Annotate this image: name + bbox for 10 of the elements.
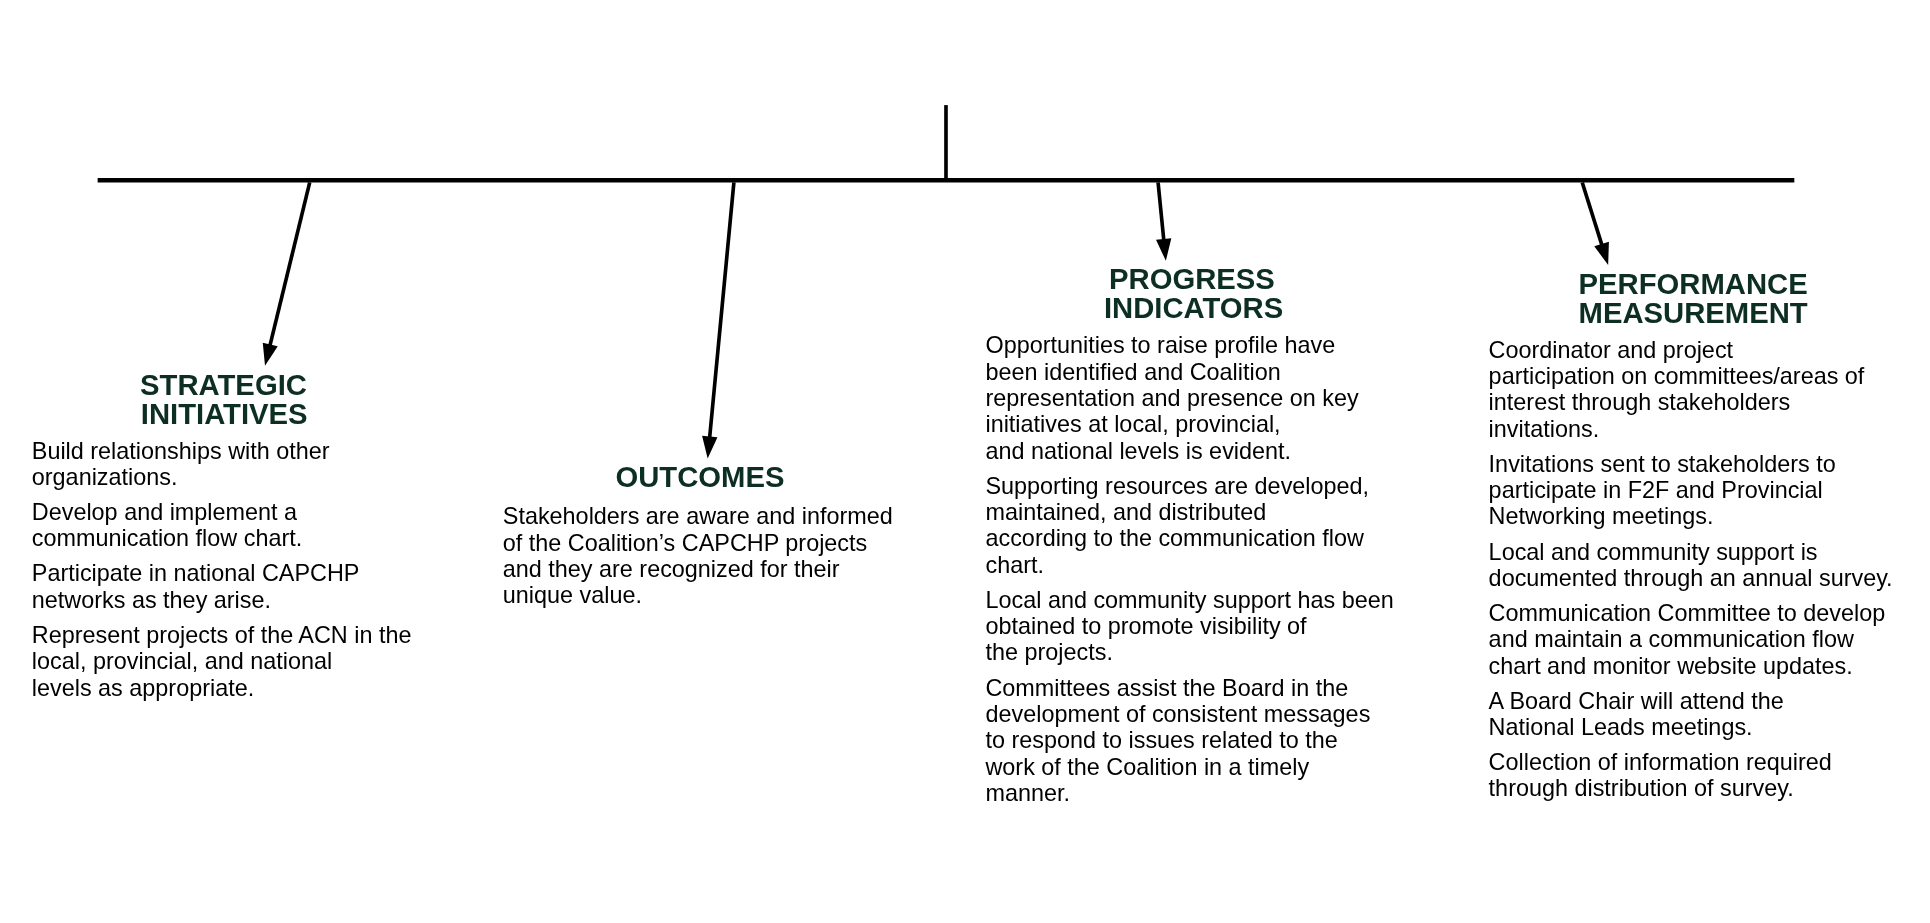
arrow bbox=[1580, 181, 1609, 265]
node-text: PROGRESS INDICATORS Opportunities to raise profile have been identified and Coalition representation and presence on key initiatives at local, provincial, and national levels is evident. Supporting resources are developed, maintained, and distributed according to the communication flow chart. Local and community support has been obtained to promote visibility of the projects. Committees assist the Board in the development of consistent messages to respond to issues related to the work of the Coalition in a timely manner. bbox=[985, 262, 1394, 806]
arrow bbox=[262, 181, 312, 366]
arrow bbox=[702, 181, 736, 458]
node-text: STRATEGIC INITIATIVES Build relationships with other organizations. Develop and implement a communication flow chart. Participate in national CAPCHP networks as they arise. Represent projects of the ACN in the local, provincial, and national levels as appropriate. bbox=[31, 368, 412, 701]
node-text: OUTCOMES Stakeholders are aware and informed of the Coalition’s CAPCHP projects and they are recognized for their unique value. bbox=[502, 460, 893, 608]
node-bar bbox=[97, 177, 1795, 182]
arrow bbox=[1156, 181, 1172, 261]
node-text: PERFORMANCE MEASUREMENT Coordinator and project participation on committees/areas of interest through stakeholders invitations. Invitations sent to stakeholders to participate in F2F and Provincial Networking meetings. Local and community support is documented through an annual survey. Communication Committee to develop and maintain a communication flow chart and monitor website updates. A Board Chair will attend the National Leads meetings. Collection of information required through distribution of survey. bbox=[1488, 267, 1893, 801]
connector bbox=[944, 104, 948, 178]
